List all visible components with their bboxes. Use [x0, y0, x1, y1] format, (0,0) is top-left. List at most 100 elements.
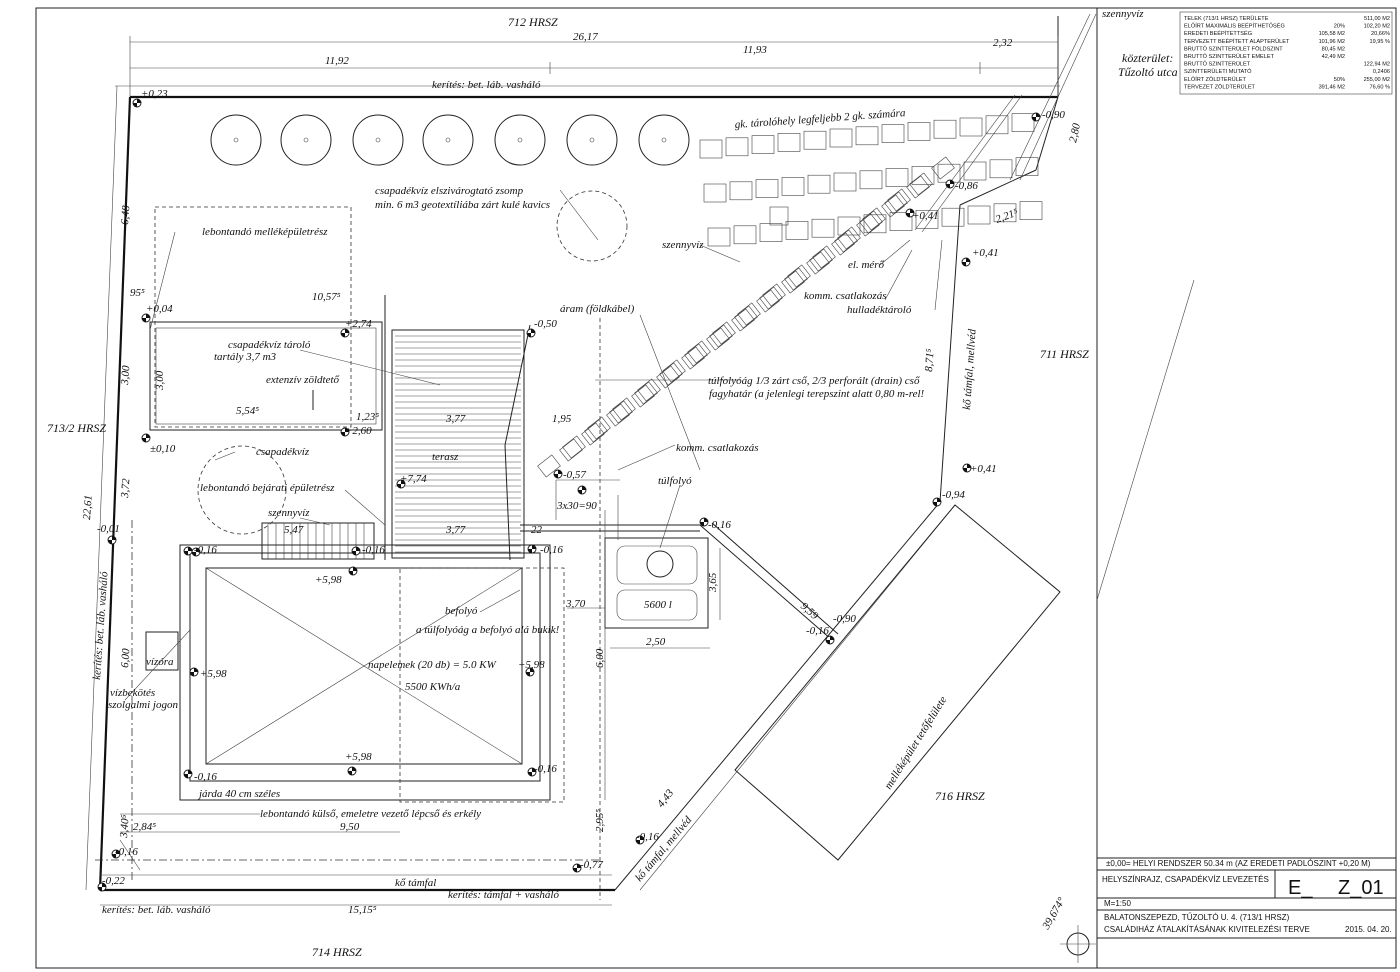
svg-text:3,40⁵: 3,40⁵: [118, 814, 132, 839]
inflow-note-label: a túlfolyóág a befolyó alá bukik!: [416, 624, 560, 636]
svg-text:+5,98: +5,98: [315, 574, 342, 586]
water-connection-label-1: vízbekötés: [110, 687, 155, 699]
dimension-labels: 26,17 11,92 11,93 2,32 6,48 95⁵ 10,57⁵ 3…: [81, 31, 1083, 916]
tree-icon: [638, 114, 690, 166]
solar-label-2: 5500 KWh/a: [405, 681, 461, 693]
area-table-label: SZINTTERÜLETI MUTATÓ: [1184, 68, 1252, 75]
area-table-value: 122,94 M2: [1364, 62, 1390, 68]
rainwater-label: csapadékvíz: [256, 446, 310, 458]
area-table-value: 20,66%: [1371, 31, 1390, 37]
area-table-pct: 391,46 M2: [1319, 84, 1345, 90]
svg-text:+2,60: +2,60: [345, 425, 372, 437]
driveway-tile: [856, 213, 880, 237]
svg-text:2,50: 2,50: [646, 636, 666, 648]
sheet-code-e: E_: [1288, 877, 1313, 899]
driveway-tile: [787, 264, 811, 288]
driveway-tile: [909, 172, 933, 196]
driveway-tile: [706, 327, 730, 351]
paver: [855, 126, 879, 146]
area-table-value: 511,00 M2: [1364, 16, 1390, 22]
svg-text:1,23⁵: 1,23⁵: [356, 411, 379, 423]
area-table-label: BRUTTÓ SZINTTERÜLET: [1184, 61, 1251, 68]
svg-text:2,21⁵: 2,21⁵: [994, 207, 1020, 226]
tank-volume-label: 5600 l: [644, 599, 672, 611]
svg-text:3,00: 3,00: [154, 370, 166, 391]
paver: [985, 115, 1009, 135]
overflow-pipe-label-1: túlfolyóág 1/3 zárt cső, 2/3 perforált (…: [708, 375, 920, 387]
paver: [881, 124, 905, 143]
driveway-tile: [781, 270, 805, 294]
comm-connection-label-2: komm. csatlakozás: [676, 442, 759, 454]
area-table-value: 0,2406: [1373, 69, 1390, 75]
svg-text:5,47: 5,47: [284, 524, 304, 536]
top-dimensions: [129, 36, 1059, 97]
area-table-label: TERVEZET ZÖLDTERÜLET: [1184, 83, 1256, 90]
paver: [989, 159, 1013, 179]
paver: [963, 161, 987, 181]
area-table-pct: 50%: [1334, 77, 1345, 83]
svg-text:±0,10: ±0,10: [150, 443, 176, 455]
outbuilding-roof: [734, 504, 1061, 861]
driveway-tile: [656, 365, 680, 389]
area-table-label: EREDETI BEÉPÍTETTSÉG: [1184, 30, 1252, 37]
svg-text:22: 22: [531, 524, 543, 536]
driveway-tile: [684, 343, 708, 367]
address-label: BALATONSZEPEZD, TŰZOLTÓ U. 4. (713/1 HRS…: [1104, 913, 1290, 922]
area-table-pct: 20%: [1334, 24, 1345, 30]
svg-text:10,57⁵: 10,57⁵: [312, 291, 341, 303]
svg-text:3,72: 3,72: [119, 478, 132, 500]
paver: [859, 170, 883, 190]
svg-text:3x30=90: 3x30=90: [556, 500, 597, 512]
comm-connection-label-1: komm. csatlakozás: [804, 290, 887, 302]
area-table-value: 102,20 M2: [1364, 24, 1390, 30]
svg-text:-0,90: -0,90: [1042, 109, 1065, 121]
tree-icon: [566, 114, 618, 166]
paver: [829, 128, 853, 148]
driveway-tile: [809, 248, 833, 272]
demolish-shed-outline: [154, 206, 352, 428]
paver: [759, 223, 783, 242]
paver: [807, 174, 831, 194]
demolish-shed-label: lebontandó melléképületrész: [202, 226, 328, 238]
date-label: 2015. 04. 20.: [1345, 925, 1392, 934]
title-block: ±0,00= HELYI RENDSZER 50.34 m (AZ EREDET…: [1097, 857, 1396, 939]
driveway-tile: [662, 359, 686, 383]
svg-text:26,17: 26,17: [573, 31, 598, 43]
street-name-label: Tűzoltó utca: [1118, 65, 1178, 79]
driveway-tile: [831, 232, 855, 256]
stone-wall-parapet-right: kő támfal, mellvéd: [961, 328, 979, 410]
paver: [777, 133, 801, 152]
water-connection-label-2: szolgalmi jogon: [108, 699, 178, 711]
svg-text:-0,16: -0,16: [708, 519, 731, 531]
inflow-label: befolyó: [445, 605, 478, 617]
area-table-value: 76,60 %: [1369, 84, 1390, 90]
area-table-label: BRUTTÓ SZINTTERÜLET FÖLDSZINT: [1184, 45, 1283, 52]
sheet-frame: [35, 7, 1397, 969]
power-cable-label: áram (földkábel): [560, 303, 635, 315]
overflow-label: túlfolyó: [658, 475, 692, 487]
svg-text:-0,50: -0,50: [534, 318, 557, 330]
svg-text:2,80: 2,80: [1067, 122, 1083, 144]
driveway-tile: [731, 308, 755, 332]
solar-panel-area: [205, 567, 523, 765]
svg-text:+5,98: +5,98: [518, 659, 545, 671]
rain-tank-label-1: csapadékvíz tároló: [228, 339, 311, 351]
sidewalk-label: járda 40 cm széles: [197, 788, 280, 800]
svg-text:-0,16: -0,16: [194, 544, 217, 556]
rain-tank-label-2: tartály 3,7 m3: [214, 351, 277, 363]
demolish-entrance-label: lebontandó bejárati épületrész: [200, 482, 335, 494]
paver: [733, 225, 757, 245]
tree-icon: [210, 114, 262, 166]
driveway-tile: [762, 283, 786, 307]
paver: [751, 135, 775, 154]
house-outline: [179, 544, 551, 801]
svg-text:9,50: 9,50: [340, 821, 360, 833]
paver: [755, 179, 779, 198]
svg-text:-0,16: -0,16: [806, 625, 829, 637]
driveway-tile: [584, 419, 608, 443]
area-table-label: BRUTTÓ SZINTTERÜLET EMELET: [1184, 53, 1275, 60]
sheet-code-z: Z_01: [1338, 877, 1384, 899]
tree-icon: [422, 114, 474, 166]
svg-text:-0,86: -0,86: [955, 180, 978, 192]
svg-text:5,54⁵: 5,54⁵: [236, 405, 259, 417]
